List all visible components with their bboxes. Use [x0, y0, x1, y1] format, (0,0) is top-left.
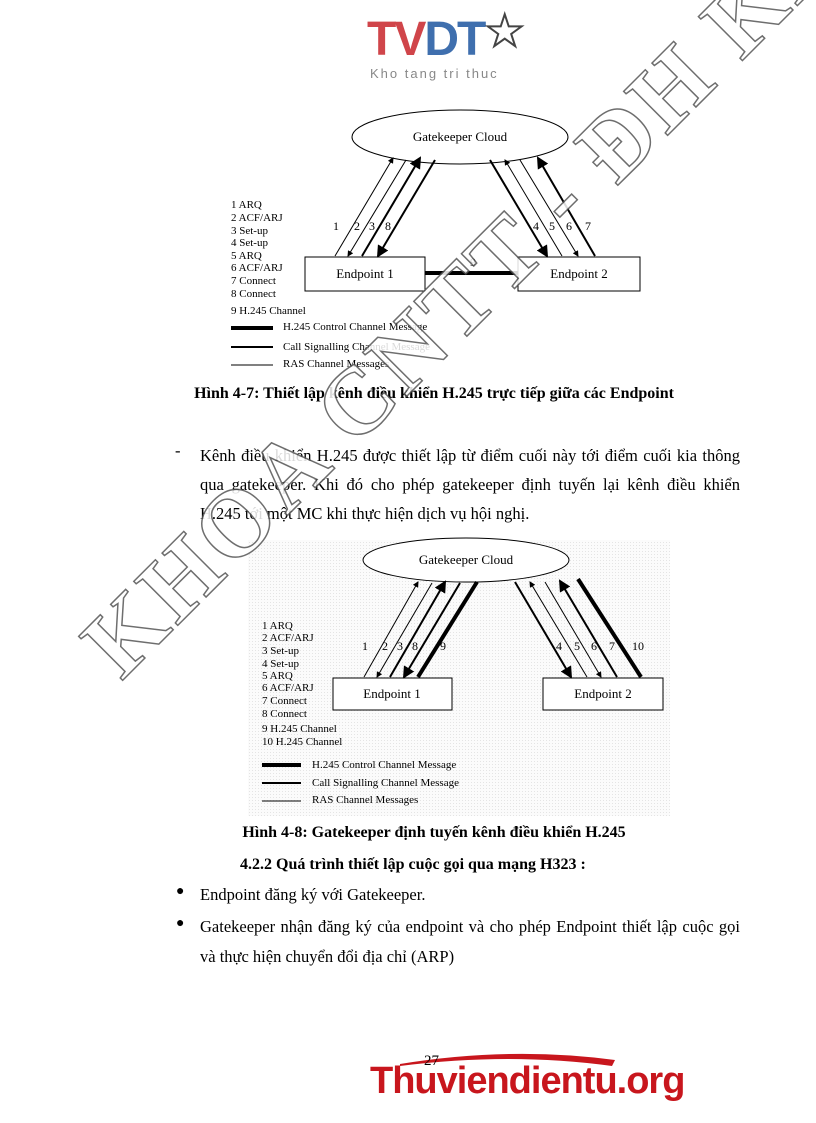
endpoint2-label: Endpoint 2 [574, 686, 631, 701]
endpoint1-box [332, 677, 453, 711]
arrow-label: 8 [412, 639, 418, 653]
legend-label: Call Signalling Channel Message [283, 341, 430, 353]
figure-4-7-diagram: Gatekeeper Cloud Endpoint 1 Endpoint 2 9… [231, 109, 641, 370]
gatekeeper-cloud [362, 537, 570, 583]
arrow-label: 4 [533, 219, 539, 233]
step-item: 1 ARQ [262, 620, 293, 632]
step-list: 1 ARQ 2 ACF/ARJ 3 Set-up 4 Set-up 5 ARQ … [231, 199, 306, 317]
endpoint2-box [542, 677, 664, 711]
arrow-9 [416, 580, 479, 679]
arrow-label: 4 [556, 639, 562, 653]
arrow-3 [361, 156, 422, 257]
figure-4-8-diagram: Gatekeeper Cloud Endpoint 1 Endpoint 2 1… [248, 537, 670, 816]
arrow-label: 7 [609, 639, 615, 653]
step-item: 2 ACF/ARJ [262, 632, 314, 644]
step-item: 5 ARQ [231, 250, 262, 262]
step-list: 1 ARQ 2 ACF/ARJ 3 Set-up 4 Set-up 5 ARQ … [262, 620, 342, 748]
arrow-label: 1 [333, 219, 339, 233]
step-item: 7 Connect [262, 695, 307, 707]
bullet-item: Endpoint đăng ký với Gatekeeper. [200, 885, 426, 904]
step-item: 3 Set-up [262, 645, 299, 657]
step-item: 1 ARQ [231, 199, 262, 211]
cloud-label: Gatekeeper Cloud [413, 129, 508, 144]
bullet-icon: ● [176, 916, 185, 931]
arrow-1 [363, 581, 419, 678]
figure-4-8-caption: Hình 4-8: Gatekeeper định tuyến kênh điề… [242, 824, 626, 841]
bullet-icon: ● [176, 884, 185, 899]
endpoint2-box [517, 256, 641, 292]
arrow-label: 3 [397, 639, 403, 653]
step-item: 8 Connect [262, 708, 307, 720]
arrow-8 [402, 582, 461, 679]
arrow-3 [389, 580, 447, 678]
arrow-label: 10 [632, 639, 644, 653]
step-item: 10 H.245 Channel [262, 736, 342, 748]
thuviendientu-logo: Thuviendientu.org [370, 1050, 685, 1110]
arrow-7 [536, 156, 596, 257]
arrow-2 [347, 159, 407, 257]
list-dash: - [175, 441, 181, 460]
legend-label: Call Signalling Channel Message [312, 777, 459, 789]
arrow-7 [558, 579, 618, 678]
step-item: 4 Set-up [231, 237, 268, 249]
page-number: 27 [424, 1053, 439, 1069]
step-item: 8 Connect [231, 288, 276, 300]
legend-label: H.245 Control Channel Message [283, 321, 427, 333]
bullet-item: Gatekeeper nhận đăng ký của endpoint và … [200, 917, 740, 966]
legend-label: RAS Channel Messages [312, 794, 418, 806]
arrow-label: 7 [585, 219, 591, 233]
arrow-10 [576, 577, 643, 679]
arrow-label: 5 [574, 639, 580, 653]
gatekeeper-cloud [351, 109, 569, 165]
swoosh-icon [400, 1053, 615, 1066]
arrow-2 [376, 582, 433, 678]
legend-label: H.245 Control Channel Message [312, 759, 456, 771]
tvdt-logo: TVDT ★ Kho tang tri thuc [365, 6, 535, 83]
step-item: 3 Set-up [231, 225, 268, 237]
step-item: 9 H.245 Channel [231, 305, 306, 317]
logo-text-red: TV [367, 13, 426, 66]
step-item: 4 Set-up [262, 658, 299, 670]
arrow-label: 8 [385, 219, 391, 233]
arrow-label: 1 [362, 639, 368, 653]
star-icon: ★ [484, 6, 525, 57]
endpoint1-label: Endpoint 1 [336, 266, 393, 281]
step-item: 5 ARQ [262, 670, 293, 682]
logo-text-blue: DT [424, 13, 486, 66]
endpoint2-label: Endpoint 2 [550, 266, 607, 281]
footer-logo-text: Thuviendientu.org [370, 1060, 685, 1102]
arrow-label: 6 [566, 219, 572, 233]
arrow-label: 5 [549, 219, 555, 233]
figure-4-7-caption: Hình 4-7: Thiết lập kênh điều khiển H.24… [194, 385, 674, 402]
arrow-5 [504, 159, 563, 257]
step-item: 7 Connect [231, 275, 276, 287]
arrow-label: 6 [591, 639, 597, 653]
arrow-label: 2 [382, 639, 388, 653]
link-label: 9 [470, 255, 476, 269]
arrow-5 [529, 581, 588, 678]
arrow-4 [489, 159, 549, 258]
arrow-6 [519, 159, 579, 257]
endpoint1-label: Endpoint 1 [363, 686, 420, 701]
body-paragraph: Kênh điều khiển H.245 được thiết lập từ … [200, 446, 740, 523]
arrow-6 [544, 581, 602, 678]
step-item: 6 ACF/ARJ [262, 682, 314, 694]
legend-label: RAS Channel Messages [283, 358, 389, 370]
step-item: 2 ACF/ARJ [231, 212, 283, 224]
arrow-8 [376, 159, 436, 258]
arrow-label: 9 [440, 639, 446, 653]
endpoint1-box [304, 256, 426, 292]
arrow-label: 2 [354, 219, 360, 233]
arrow-4 [514, 581, 573, 679]
step-item: 9 H.245 Channel [262, 723, 337, 735]
section-heading: 4.2.2 Quá trình thiết lập cuộc gọi qua m… [240, 856, 586, 873]
cloud-label: Gatekeeper Cloud [419, 552, 514, 567]
logo-tagline: Kho tang tri thuc [370, 66, 499, 81]
arrow-1 [334, 157, 394, 257]
arrow-label: 3 [369, 219, 375, 233]
step-item: 6 ACF/ARJ [231, 262, 283, 274]
